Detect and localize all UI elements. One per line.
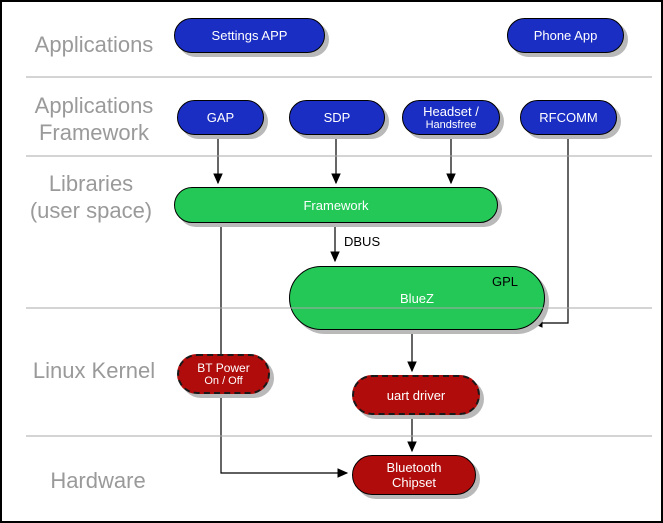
node-bluetooth-chipset: Bluetooth Chipset	[352, 455, 476, 495]
node-headset-handsfree: Headset / Handsfree	[402, 100, 500, 135]
node-bluez-label: BlueZ	[400, 290, 434, 306]
layer-label-linux-kernel: Linux Kernel	[32, 358, 156, 383]
layer-label-libraries-line1: Libraries	[48, 171, 134, 196]
node-bt-power-line2: On / Off	[204, 374, 243, 387]
bluez-license-label: GPL	[491, 274, 518, 289]
node-framework-label: Framework	[303, 197, 369, 213]
node-gap: GAP	[177, 100, 264, 135]
layer-label-libraries: Libraries (user space)	[11, 170, 171, 224]
edge-label-dbus: DBUS	[344, 234, 381, 249]
layer-label-hardware: Hardware	[50, 468, 146, 493]
arrow-framework-to-chipset	[220, 222, 349, 478]
arrow-rfcomm-to-bluez	[531, 133, 569, 328]
node-bluetooth-chipset-line1: Bluetooth	[386, 460, 442, 475]
node-bluez: GPL BlueZ	[289, 266, 545, 330]
node-phone-app-label: Phone App	[533, 28, 598, 43]
node-bt-power-line1: BT Power	[197, 360, 250, 375]
node-uart-driver-label: uart driver	[386, 387, 446, 403]
node-bt-power: BT Power On / Off	[177, 354, 270, 394]
node-settings-app-label: Settings APP	[211, 28, 288, 43]
node-framework: Framework	[174, 187, 498, 223]
layer-label-applications-framework: Applications Framework	[14, 92, 174, 146]
node-uart-driver: uart driver	[352, 375, 480, 415]
node-phone-app: Phone App	[507, 18, 624, 53]
node-bluetooth-chipset-line2: Chipset	[391, 475, 437, 490]
node-headset-line1: Headset /	[423, 103, 479, 119]
layer-label-libraries-line2: (user space)	[29, 198, 153, 223]
node-rfcomm-label: RFCOMM	[539, 110, 598, 125]
node-sdp-label: SDP	[323, 110, 351, 125]
node-rfcomm: RFCOMM	[520, 100, 617, 135]
layer-label-applications: Applications	[34, 32, 154, 57]
layer-label-applications-framework-line2: Framework	[38, 120, 149, 145]
node-sdp: SDP	[289, 100, 385, 135]
node-headset-line2: Handsfree	[425, 118, 477, 131]
node-gap-label: GAP	[206, 110, 235, 125]
layer-label-applications-framework-line1: Applications	[34, 93, 154, 118]
node-settings-app: Settings APP	[174, 18, 325, 53]
